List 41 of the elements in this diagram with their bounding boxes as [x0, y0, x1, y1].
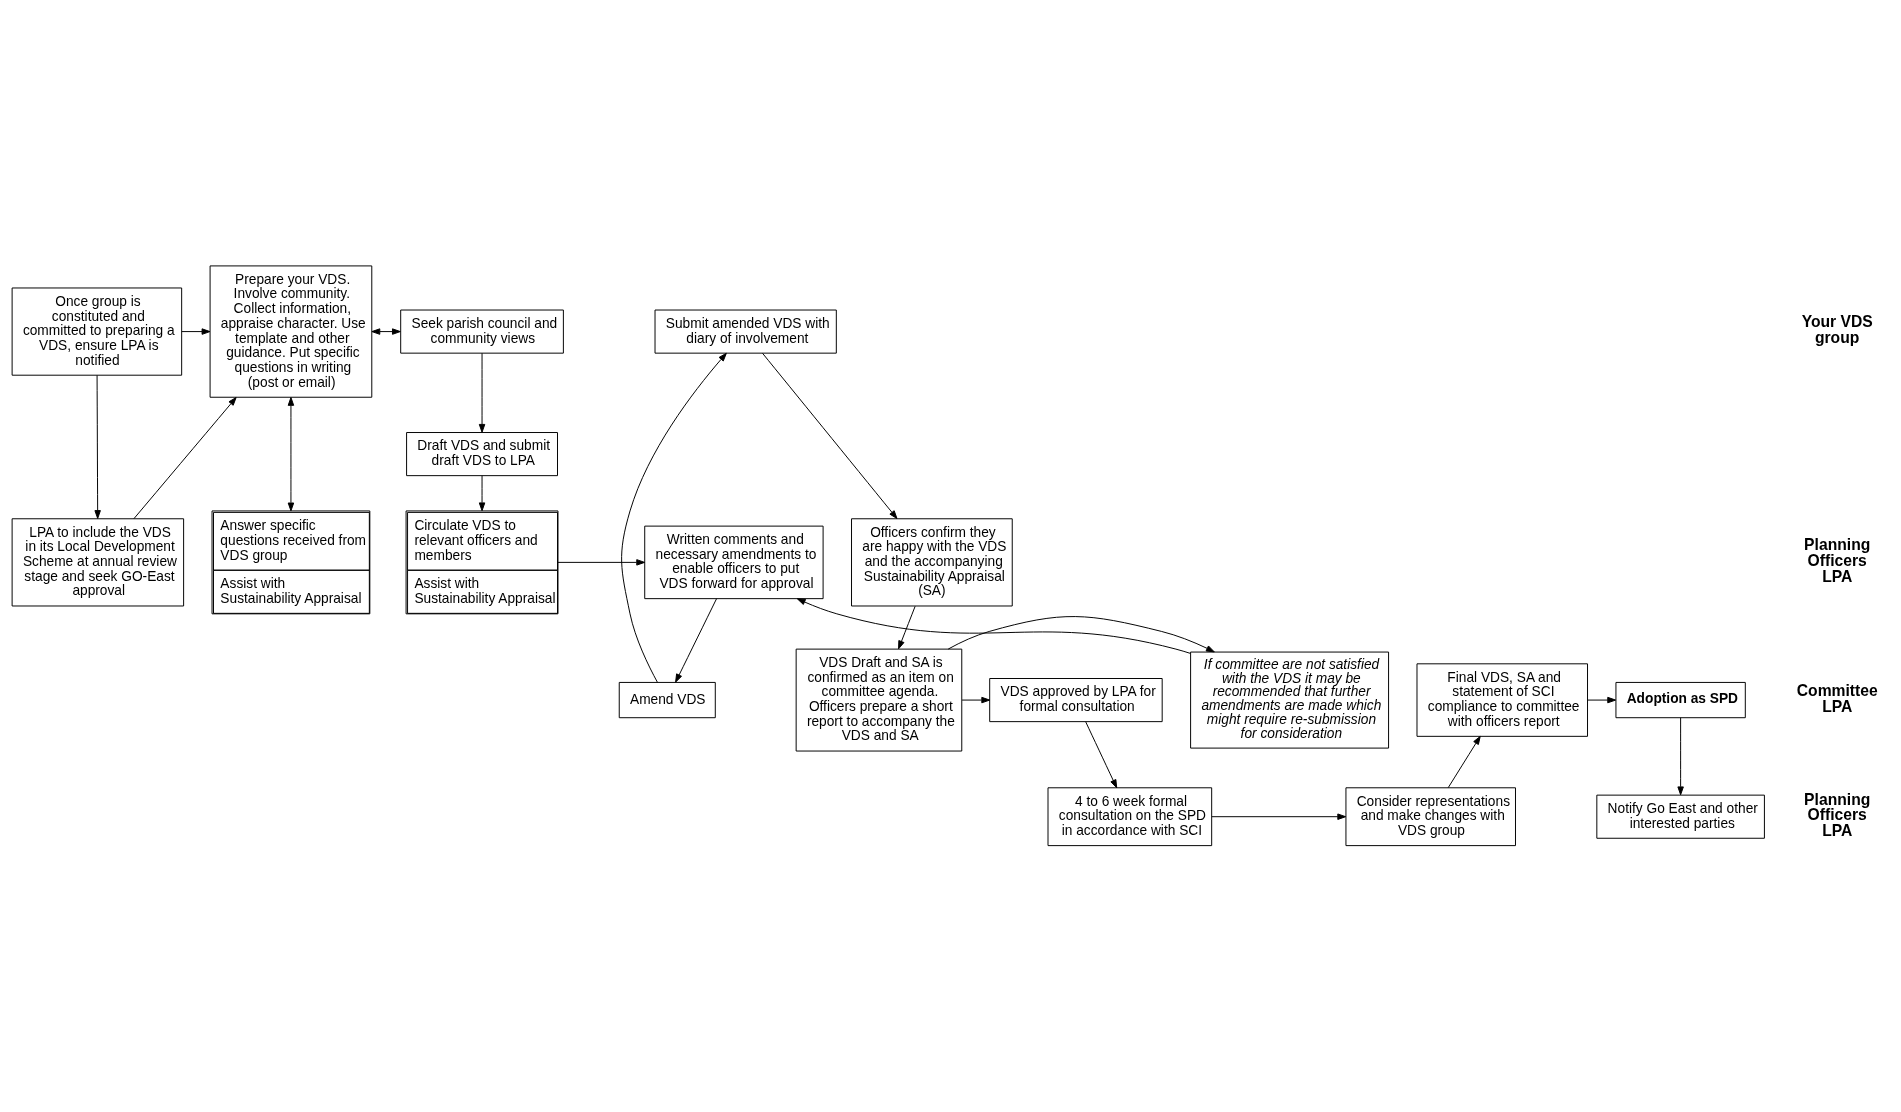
- node-box: Notify Go East and other interested parties: [1596, 794, 1765, 839]
- arrow: [94, 374, 101, 519]
- arrow: [961, 696, 991, 703]
- arrow: [557, 558, 646, 566]
- node-box: Officers confirm they are happy with the VDS and the accompanying Sustainability Appraisal (SA): [851, 517, 1013, 606]
- node-box: Amend VDS: [618, 681, 716, 718]
- label: Planning Officers LPA: [1804, 535, 1871, 585]
- label: Your VDS group: [1801, 312, 1873, 346]
- arrow: [947, 615, 1215, 652]
- node-box: VDS Draft and SA is confirmed as an item on committee agenda. Officers prepare a short report to accompany the VDS and SA: [795, 648, 963, 752]
- node-box: Submit amended VDS with diary of involvement: [654, 309, 837, 354]
- label: Committee LPA: [1796, 681, 1878, 715]
- arrow: [287, 396, 295, 511]
- node-box: VDS approved by LPA for formal consultation: [989, 677, 1163, 722]
- node-box: 4 to 6 week formal consultation on the SPD in accordance with SCI: [1047, 786, 1213, 846]
- node-box: Once group is constituted and committed to preparing a VDS, ensure LPA is notified: [11, 287, 183, 376]
- node-box: LPA to include the VDS in its Local Development Scheme at annual review stage and seek GO-East approval: [11, 517, 185, 606]
- arrow: [133, 396, 237, 519]
- arrow: [371, 327, 401, 335]
- node-box: Written comments and necessary amendments to enable officers to put VDS forward for approval: [644, 525, 824, 599]
- arrow: [181, 327, 211, 335]
- node-box: Prepare your VDS. Involve community. Collect information, appraise character. Use template and other guidance. Put specific questions in writing (post or email): [209, 264, 373, 398]
- arrow: [1085, 720, 1118, 788]
- node-box: If committee are not satisfied with the VDS it may be recommended that further amendments are made which might require re-submission for consideration: [1190, 651, 1390, 749]
- arrow: [675, 597, 718, 683]
- node-box: Seek parish council and community views: [400, 309, 564, 354]
- node-box: Consider representations and make changes with VDS group: [1345, 786, 1516, 846]
- arrow: [621, 352, 727, 683]
- arrow: [1447, 735, 1481, 788]
- node-box: Draft VDS and submit draft VDS to LPA: [406, 431, 558, 476]
- arrow: [1677, 716, 1684, 795]
- arrow: [1211, 812, 1347, 820]
- arrow: [762, 352, 898, 519]
- label: Planning Officers LPA: [1804, 790, 1871, 839]
- node-box: Final VDS, SA and statement of SCI compliance to committee with officers report: [1416, 662, 1588, 737]
- arrow: [796, 597, 1191, 654]
- arrow: [478, 352, 486, 433]
- arrow: [478, 474, 486, 511]
- arrow: [898, 605, 916, 649]
- node-box: Adoption as SPD: [1615, 681, 1746, 718]
- arrow: [1587, 696, 1617, 703]
